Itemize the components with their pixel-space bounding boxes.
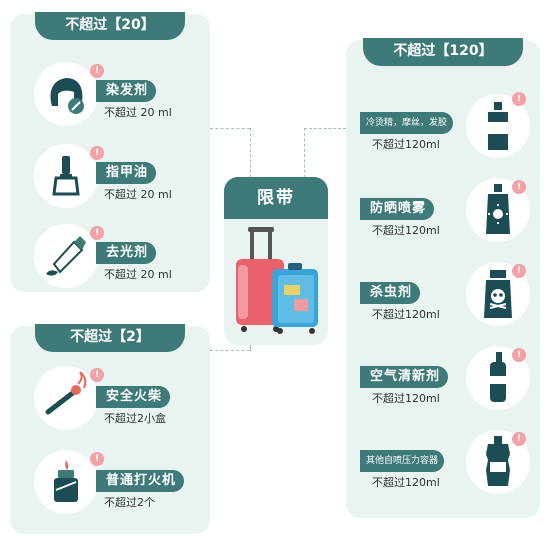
limit-safety-matches: 不超过2小盒 (104, 412, 166, 425)
warning-badge: ! (512, 432, 526, 446)
tube-icon (46, 236, 86, 276)
connector-left-top (210, 128, 250, 129)
warning-badge: ! (512, 348, 526, 362)
label-insecticide: 杀虫剂 (360, 282, 421, 304)
limit-other-pressurized: 不超过120ml (372, 476, 440, 489)
panel-header-20: 不超过【20】 (35, 12, 185, 40)
limit-polish-remover: 不超过 20 ml (104, 268, 172, 281)
pressurized-container-icon-bg (466, 430, 530, 494)
warning-badge: ! (90, 226, 104, 240)
limit-perm-mousse-hairspray: 不超过120ml (372, 138, 440, 151)
label-perm-mousse-hairspray: 冷烫精，摩丝，发胶 (360, 112, 454, 134)
label-nail-polish: 指甲油 (96, 162, 157, 184)
limit-sunscreen-spray: 不超过120ml (372, 224, 440, 237)
limit-nail-polish: 不超过 20 ml (104, 188, 172, 201)
poison-icon (484, 270, 512, 318)
nail-polish-icon (52, 156, 80, 196)
label-polish-remover: 去光剂 (96, 242, 157, 264)
panel-limit-120: 不超过【120】 冷烫精，摩丝，发胶 不超过120ml ! 防晒喷雾 不超过12… (346, 38, 540, 518)
warning-badge: ! (512, 264, 526, 278)
label-hair-dye: 染发剂 (96, 80, 157, 102)
nail-polish-icon-bg (34, 144, 98, 208)
hair-dye-icon-bg (34, 62, 98, 126)
connector-right-v (304, 128, 305, 178)
connector-left-top-v (250, 128, 251, 178)
label-sunscreen-spray: 防晒喷雾 (360, 198, 435, 220)
warning-badge: ! (90, 64, 104, 78)
lighter-icon-bg (34, 450, 98, 514)
sunscreen-icon (486, 184, 510, 234)
limit-insecticide: 不超过120ml (372, 308, 440, 321)
warning-badge: ! (90, 452, 104, 466)
lighter-icon (54, 460, 78, 502)
matches-icon (45, 371, 87, 415)
warning-badge: ! (512, 92, 526, 106)
limit-air-freshener: 不超过120ml (372, 392, 440, 405)
matches-icon-bg (34, 366, 98, 430)
panel-limit-2: 不超过【2】 ! 安全火柴 不超过2小盒 ! 普通打火机 不超过2个 (10, 324, 210, 534)
connector-left-bottom (210, 350, 250, 351)
luggage-icon (236, 227, 318, 334)
label-air-freshener: 空气清新剂 (360, 366, 449, 388)
label-safety-matches: 安全火柴 (96, 386, 171, 408)
warning-badge: ! (512, 180, 526, 194)
center-title: 限带 (224, 177, 328, 219)
panel-header-120: 不超过【120】 (363, 38, 523, 66)
panel-header-2: 不超过【2】 (35, 324, 185, 352)
panel-limit-20: 不超过【20】 ! 染发剂 不超过 20 ml ! 指甲油 不超过 20 ml … (10, 12, 210, 292)
connector-right (304, 128, 346, 129)
warning-badge: ! (90, 146, 104, 160)
spray-bottle-icon (488, 102, 508, 150)
connector-left-bottom-v (250, 345, 251, 351)
warning-badge: ! (90, 368, 104, 382)
label-lighter: 普通打火机 (96, 470, 185, 492)
hair-dye-icon (50, 78, 84, 114)
label-other-pressurized: 其他自喷压力容器 (360, 450, 445, 472)
pressurized-bottle-icon (486, 436, 510, 486)
center-card: 限带 (224, 177, 328, 345)
limit-lighter: 不超过2个 (104, 496, 155, 509)
polish-remover-icon-bg (34, 224, 98, 288)
limit-hair-dye: 不超过 20 ml (104, 106, 172, 119)
aerosol-can-icon (490, 352, 506, 402)
